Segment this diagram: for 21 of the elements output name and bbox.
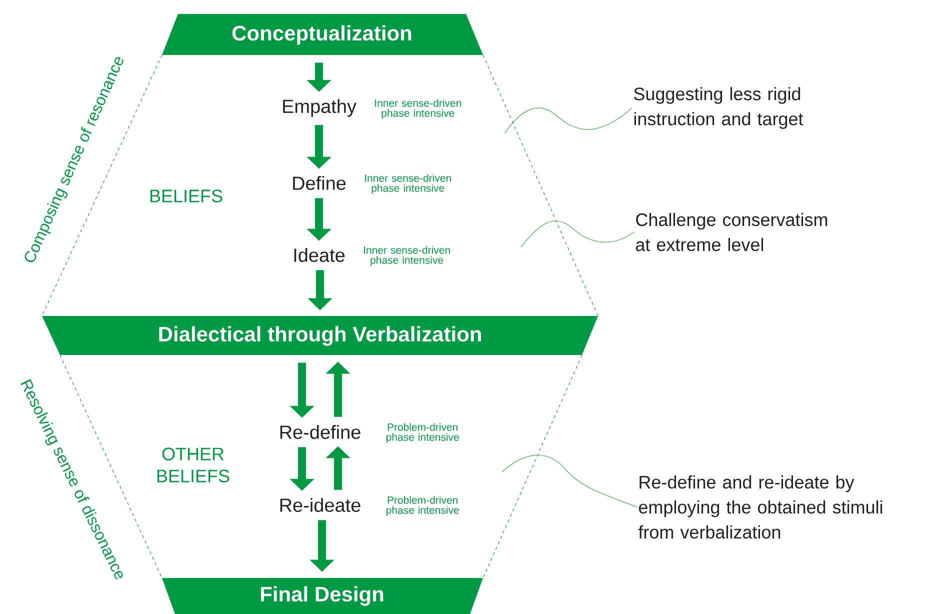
stage-band: Dialectical through Verbalization: [42, 316, 598, 355]
step-label: Re-ideate: [280, 498, 360, 512]
side-label: OTHER BELIEFS: [157, 448, 230, 482]
leader-line: [504, 108, 632, 134]
note-text: Challenge conservatism at extreme level: [636, 212, 828, 252]
step-label: Define: [293, 176, 346, 190]
leader-line: [502, 454, 638, 508]
step-label: Ideate: [294, 248, 345, 262]
phase-note: Problem-driven phase intensive: [386, 423, 459, 443]
note-text: Re-define and re-ideate by employing the obtained stimuli from verbalization: [638, 475, 882, 539]
step-label: Re-define: [280, 425, 360, 439]
side-label: BELIEFS: [150, 190, 222, 202]
leader-line: [520, 220, 634, 248]
step-label: Empathy: [283, 99, 356, 117]
phase-note: Problem-driven phase intensive: [386, 496, 459, 516]
note-text: Suggesting less rigid instruction and target: [634, 87, 804, 129]
phase-note: Inner sense-driven phase intensive: [375, 99, 461, 119]
phase-note: Inner sense-driven phase intensive: [365, 174, 451, 194]
stage-band: Final Design: [162, 578, 483, 614]
stage-band: Conceptualization: [162, 14, 483, 55]
phase-note: Inner sense-driven phase intensive: [364, 246, 450, 266]
